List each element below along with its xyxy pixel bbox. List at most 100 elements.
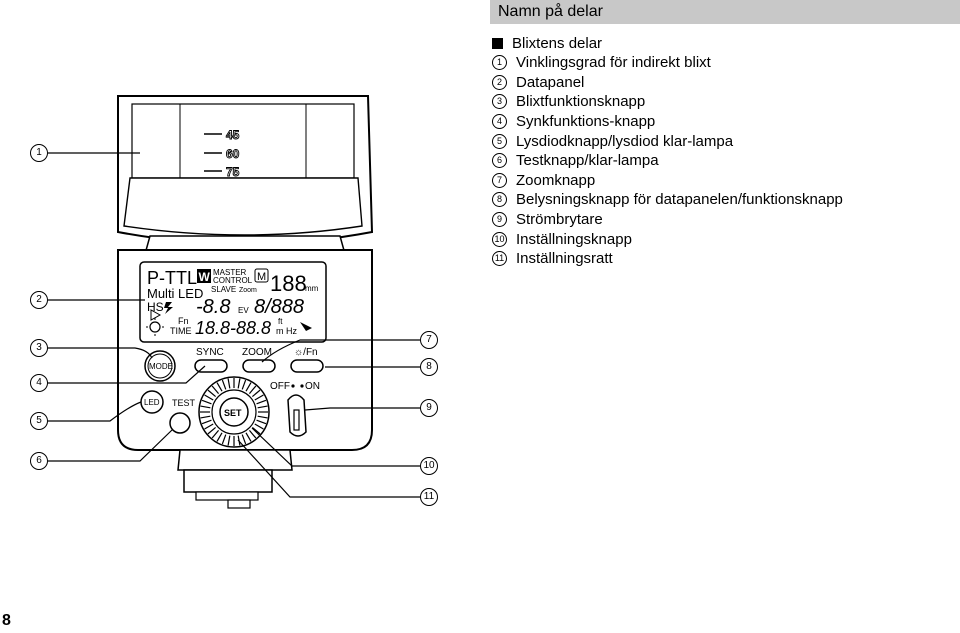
zoom-button[interactable] [242, 359, 276, 373]
lcd-mm: mm [305, 284, 319, 293]
number-circle: 9 [492, 212, 507, 228]
number-circle: 1 [492, 55, 507, 71]
test-button[interactable] [169, 412, 191, 434]
set-button[interactable]: SET [219, 397, 249, 427]
on-dot [300, 384, 304, 388]
callout-8: 8 [420, 358, 438, 376]
list-item-label: Strömbrytare [516, 211, 603, 229]
number-circle: 10 [492, 231, 507, 247]
list-item-label: Inställningsknapp [516, 230, 632, 248]
callout-6: 6 [30, 452, 48, 470]
lcd-range: 18.8-88.8 [195, 318, 271, 338]
lightning-icon [164, 302, 173, 314]
flash-head [117, 95, 374, 245]
power-switch[interactable] [287, 394, 307, 437]
lcd-multi-led: Multi LED [147, 286, 203, 301]
sun-icon [146, 318, 164, 336]
lcd-control: CONTROL [213, 276, 253, 285]
list-item-label: Testknapp/klar-lampa [516, 152, 659, 170]
zoom-label: ZOOM [242, 347, 272, 358]
off-dot [291, 384, 295, 388]
test-label: TEST [172, 398, 196, 408]
bounce-angle-60: 60 [226, 147, 240, 161]
lcd-aperture: 8/888 [254, 296, 304, 318]
lcd-master: MASTER [213, 268, 247, 277]
list-item: 5 Lysdiodknapp/lysdiod klar-lampa [492, 131, 843, 151]
lcd-ev: EV [238, 306, 249, 315]
bounce-angle-45: 45 [226, 128, 240, 142]
list-item-label: Zoomknapp [516, 171, 596, 189]
list-item-label: Vinklingsgrad för indirekt blixt [516, 54, 711, 72]
on-label: ON [305, 381, 320, 392]
set-button-label: SET [224, 408, 242, 418]
callout-11: 11 [420, 488, 438, 506]
callout-5: 5 [30, 412, 48, 430]
leader-lines [48, 152, 420, 498]
callout-2: 2 [30, 291, 48, 309]
lcd-w-icon: W [199, 270, 211, 284]
square-bullet-icon [492, 38, 503, 49]
sync-label: SYNC [196, 347, 224, 358]
bounce-icon [300, 322, 312, 331]
lcd-m-hz: m Hz [276, 326, 297, 336]
list-item: 3 Blixtfunktionsknapp [492, 92, 843, 112]
list-item: 7 Zoomknapp [492, 171, 843, 191]
number-circle: 11 [492, 251, 507, 267]
header-bar [490, 0, 960, 24]
list-item: 6 Testknapp/klar-lampa [492, 151, 843, 171]
section-heading-text: Blixtens delar [512, 35, 603, 52]
data-panel: P-TTL W MASTER CONTROL M 188 mm Multi LE… [139, 261, 327, 343]
page-number: 8 [2, 612, 11, 629]
light-fn-button[interactable] [290, 359, 324, 373]
page-header-title: Namn på delar [498, 3, 603, 20]
number-circle: 3 [492, 94, 507, 110]
flash-foot [177, 449, 293, 509]
number-circle: 6 [492, 153, 507, 169]
off-label: OFF [270, 381, 290, 392]
callout-4: 4 [30, 374, 48, 392]
bounce-angle-75: 75 [226, 165, 240, 179]
led-button[interactable]: LED [140, 390, 164, 414]
callout-7: 7 [420, 331, 438, 349]
lcd-fn: Fn [178, 316, 189, 326]
list-item: 1 Vinklingsgrad för indirekt blixt [492, 53, 843, 73]
lcd-m-icon: M [257, 271, 266, 283]
light-fn-label: ☼/Fn [294, 347, 318, 358]
list-item: 2 Datapanel [492, 73, 843, 93]
lcd-slave: SLAVE [211, 285, 236, 294]
list-item-label: Datapanel [516, 73, 585, 91]
callout-10: 10 [420, 457, 438, 475]
list-item: 10 Inställningsknapp [492, 229, 843, 249]
parts-list: 1 Vinklingsgrad för indirekt blixt 2 Datap… [492, 53, 843, 269]
list-item: 8 Belysningsknapp för datapanelen/funktio… [492, 190, 843, 210]
mode-button-label: MODE [149, 362, 173, 371]
lcd-time: TIME [170, 326, 192, 336]
callout-9: 9 [420, 399, 438, 417]
lcd-mode: P-TTL [147, 268, 197, 288]
number-circle: 2 [492, 74, 507, 90]
list-item-label: Blixtfunktionsknapp [516, 93, 646, 111]
sync-button[interactable] [194, 359, 228, 373]
bounce-angle-scale: 45 60 75 [204, 128, 240, 179]
list-item-label: Belysningsknapp för datapanelen/funktion… [516, 191, 843, 209]
list-item-label: Inställningsratt [516, 250, 613, 268]
parts-section: Blixtens delar 1 Vinklingsgrad för indire… [492, 34, 843, 269]
number-circle: 8 [492, 192, 507, 208]
lcd-zoom-digits: 188 [270, 271, 307, 296]
section-heading: Blixtens delar [492, 34, 843, 53]
callout-1: 1 [30, 144, 48, 162]
led-button-label: LED [144, 398, 160, 407]
lcd-ft: ft [278, 317, 283, 326]
number-circle: 7 [492, 172, 507, 188]
lcd-zoom-label: Zoom [239, 287, 257, 294]
number-circle: 5 [492, 133, 507, 149]
mode-button[interactable]: MODE [144, 350, 176, 382]
list-item-label: Lysdiodknapp/lysdiod klar-lampa [516, 132, 734, 150]
callout-3: 3 [30, 339, 48, 357]
list-item: 9 Strömbrytare [492, 210, 843, 230]
list-item: 11 Inställningsratt [492, 249, 843, 269]
lcd-ev-value: -8.8 [196, 296, 230, 318]
play-icon [150, 309, 162, 321]
